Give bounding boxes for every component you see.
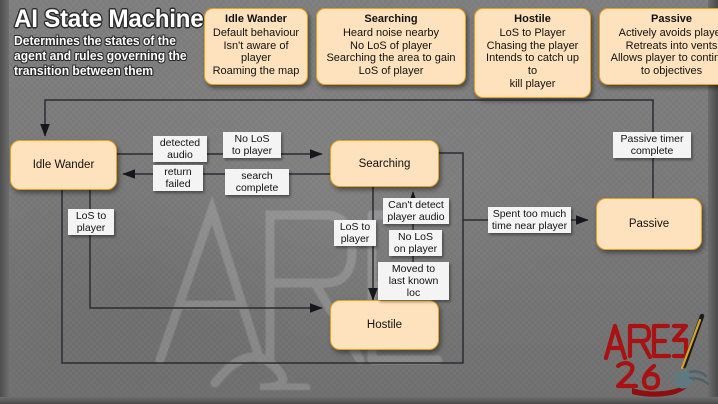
bottom-edge-shade bbox=[0, 397, 718, 404]
legend-row: Idle Wander Default behaviour Isn't awar… bbox=[204, 8, 718, 98]
legend-card-lines: Default behaviour Isn't aware of player … bbox=[212, 26, 300, 77]
edge-label-spent-too-much-time: Spent too much time near player bbox=[488, 207, 571, 234]
node-hostile[interactable]: Hostile bbox=[330, 300, 439, 350]
page-subtitle: Determines the states of the agent and r… bbox=[14, 34, 187, 78]
edge-label-search-complete: search complete bbox=[225, 169, 289, 196]
edge-label-los-to-player-searching: LoS to player bbox=[334, 220, 376, 247]
legend-card-lines: Heard noise nearby No LoS of player Sear… bbox=[326, 26, 456, 77]
edge-label-return-failed: return failed bbox=[153, 165, 203, 192]
legend-card-idle-wander: Idle Wander Default behaviour Isn't awar… bbox=[204, 8, 308, 85]
edge-label-detected-audio: detected audio bbox=[153, 136, 207, 163]
edge-label-passive-timer-complete: Passive timer complete bbox=[613, 132, 691, 159]
node-label: Searching bbox=[358, 157, 411, 170]
legend-card-title: Searching bbox=[364, 13, 418, 25]
node-label: Hostile bbox=[366, 319, 403, 331]
edge-label-no-los-on-player: No LoS on player bbox=[389, 230, 442, 257]
node-idle-wander[interactable]: Idle Wander bbox=[10, 140, 117, 190]
node-label: Passive bbox=[628, 218, 670, 230]
edge-label-no-los-to-player: No LoS to player bbox=[223, 132, 281, 159]
right-edge-shade bbox=[708, 0, 718, 404]
node-searching[interactable]: Searching bbox=[330, 140, 439, 187]
legend-card-title: Idle Wander bbox=[225, 13, 287, 25]
legend-card-lines: LoS to Player Chasing the player Intends… bbox=[486, 26, 579, 90]
diagram-canvas: Idle Wander Searching Hostile Passive de… bbox=[0, 92, 718, 392]
legend-card-lines: Actively avoids player Retreats into ven… bbox=[610, 26, 718, 77]
area-26-logo bbox=[592, 300, 714, 400]
header: AI State Machine Determines the states o… bbox=[14, 6, 214, 79]
legend-card-title: Hostile bbox=[514, 13, 551, 25]
node-passive[interactable]: Passive bbox=[596, 198, 702, 250]
page-title: AI State Machine bbox=[14, 5, 204, 33]
edge-label-los-to-player-idle: LoS to player bbox=[68, 209, 114, 236]
legend-card-hostile: Hostile LoS to Player Chasing the player… bbox=[474, 8, 591, 98]
left-edge-shade bbox=[0, 0, 9, 404]
node-label: Idle Wander bbox=[32, 159, 95, 171]
legend-card-searching: Searching Heard noise nearby No LoS of p… bbox=[316, 8, 466, 85]
legend-card-passive: Passive Actively avoids player Retreats … bbox=[599, 8, 718, 85]
edge-label-moved-to-last-known-loc: Moved to last known loc bbox=[378, 262, 449, 301]
edge-label-cant-detect-player-audio: Can't detect player audio bbox=[383, 198, 449, 225]
legend-card-title: Passive bbox=[651, 13, 692, 25]
